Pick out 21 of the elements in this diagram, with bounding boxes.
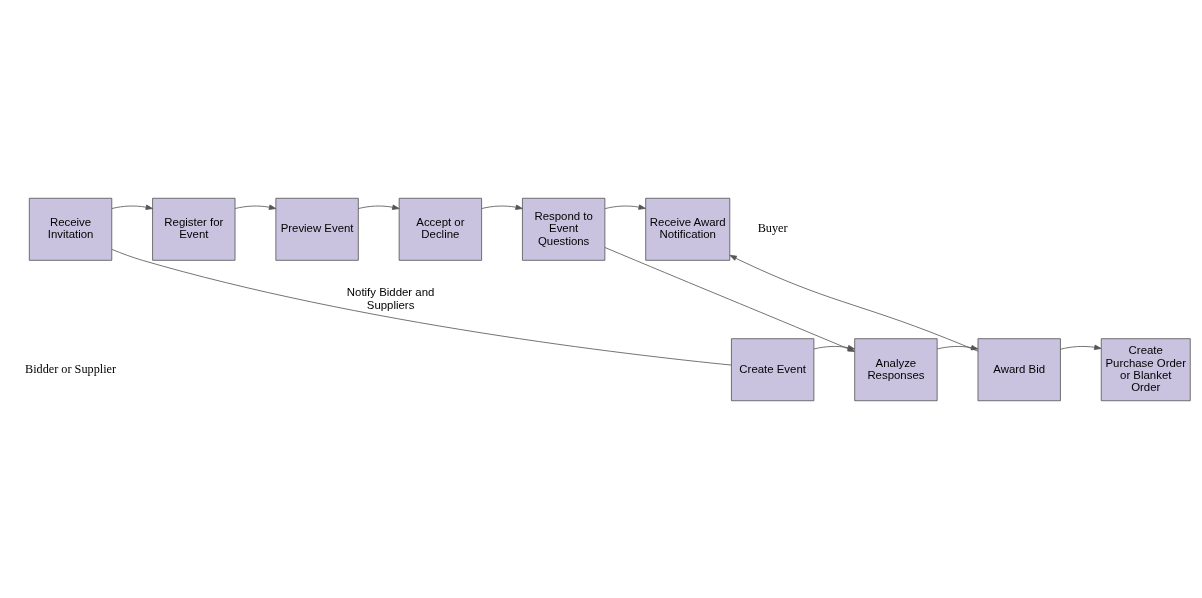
node-box: Receive Award Notification [645, 197, 731, 261]
arrow [111, 204, 153, 210]
node-box: Receive Invitation [28, 197, 113, 261]
arrow [234, 204, 277, 210]
arrow [358, 204, 400, 210]
node-box: Analyze Responses [854, 337, 938, 401]
arrow [604, 203, 646, 210]
connector [111, 248, 732, 365]
node-box: Respond to Event Questions [522, 197, 606, 261]
node-box: Accept or Decline [398, 197, 482, 261]
arrow [936, 344, 979, 350]
arrow [1060, 344, 1102, 350]
node-box: Preview Event [275, 197, 359, 261]
edge-label: Notify Bidder and Suppliers [346, 285, 435, 311]
arrow [481, 204, 523, 210]
node-box: Create Event [731, 337, 815, 401]
node-box: Register for Event [152, 197, 236, 261]
node-box: Award Bid [977, 337, 1061, 401]
label: Bidder or Supplier [25, 361, 117, 376]
label: Buyer [757, 220, 788, 235]
node-box: Create Purchase Order or Blanket Order [1100, 337, 1191, 401]
